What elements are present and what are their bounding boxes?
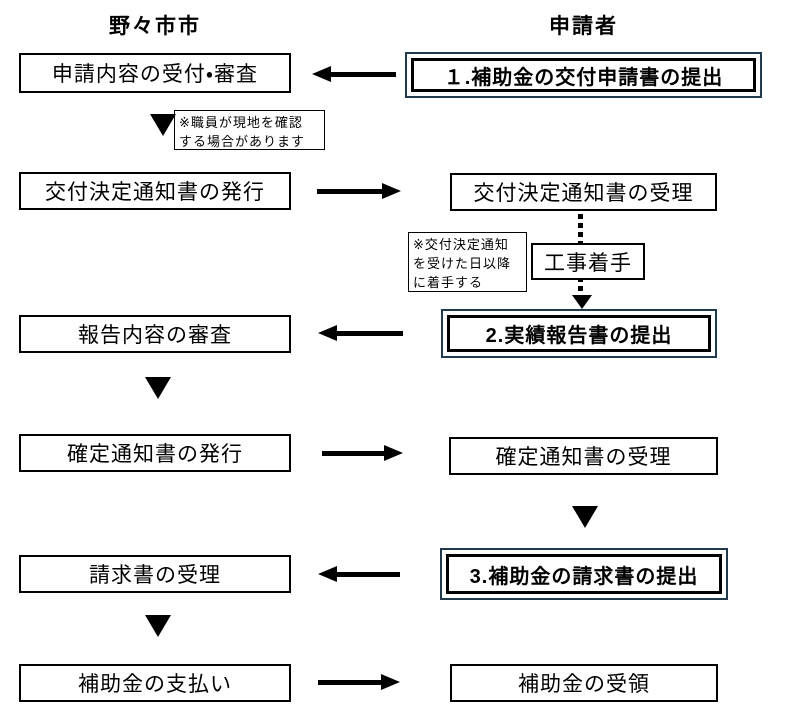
flow-box-step2-label: 2.実績報告書の提出 (447, 315, 711, 352)
note-start-work-line2: を受けた日以降 (413, 256, 512, 271)
down-arrow-icon (145, 377, 171, 399)
note-site-check-line1: ※職員が現地を確認 (179, 115, 303, 130)
arrow-right-icon (318, 674, 400, 690)
arrow-left-icon (318, 325, 403, 341)
note-start-work: ※交付決定通知 を受けた日以降 に着手する (408, 232, 527, 292)
flow-box-step1-application-submit: １.補助金の交付申請書の提出 (405, 52, 762, 98)
flow-box-report-review: 報告内容の審査 (19, 315, 291, 353)
flow-box-step3-invoice-submit: 3.補助金の請求書の提出 (440, 548, 728, 600)
flow-box-step2-report-submit: 2.実績報告書の提出 (441, 309, 717, 358)
arrow-left-icon (318, 566, 400, 582)
flow-box-grant-notice-receipt: 交付決定通知書の受理 (450, 173, 717, 211)
note-site-check: ※職員が現地を確認 する場合があります (174, 110, 325, 150)
flow-box-final-notice-issue: 確定通知書の発行 (19, 434, 291, 472)
note-start-work-line3: に着手する (413, 275, 484, 290)
flow-box-step3-label: 3.補助金の請求書の提出 (446, 554, 722, 594)
arrow-right-icon (317, 183, 401, 199)
flow-box-invoice-receipt: 請求書の受理 (19, 555, 291, 593)
down-arrow-icon (150, 114, 176, 136)
column-header-applicant: 申請者 (549, 15, 618, 38)
dotted-arrowhead-icon (572, 295, 592, 309)
down-arrow-icon (145, 615, 171, 637)
flow-box-final-notice-receipt: 確定通知書の受理 (449, 437, 718, 475)
flow-box-application-review: 申請内容の受付・審査 (19, 53, 291, 93)
flow-box-construction-start: 工事着手 (531, 243, 645, 280)
arrow-left-icon (312, 66, 396, 82)
flow-box-step1-label: １.補助金の交付申請書の提出 (411, 58, 756, 92)
arrow-right-icon (322, 445, 403, 461)
down-arrow-icon (572, 506, 598, 528)
flow-box-subsidy-payment: 補助金の支払い (19, 664, 291, 702)
flow-box-grant-notice-issue: 交付決定通知書の発行 (19, 172, 291, 210)
note-start-work-line1: ※交付決定通知 (413, 237, 509, 252)
column-header-city: 野々市市 (109, 15, 201, 38)
flow-box-subsidy-receipt: 補助金の受領 (450, 664, 718, 702)
note-site-check-line2: する場合があります (179, 134, 306, 149)
